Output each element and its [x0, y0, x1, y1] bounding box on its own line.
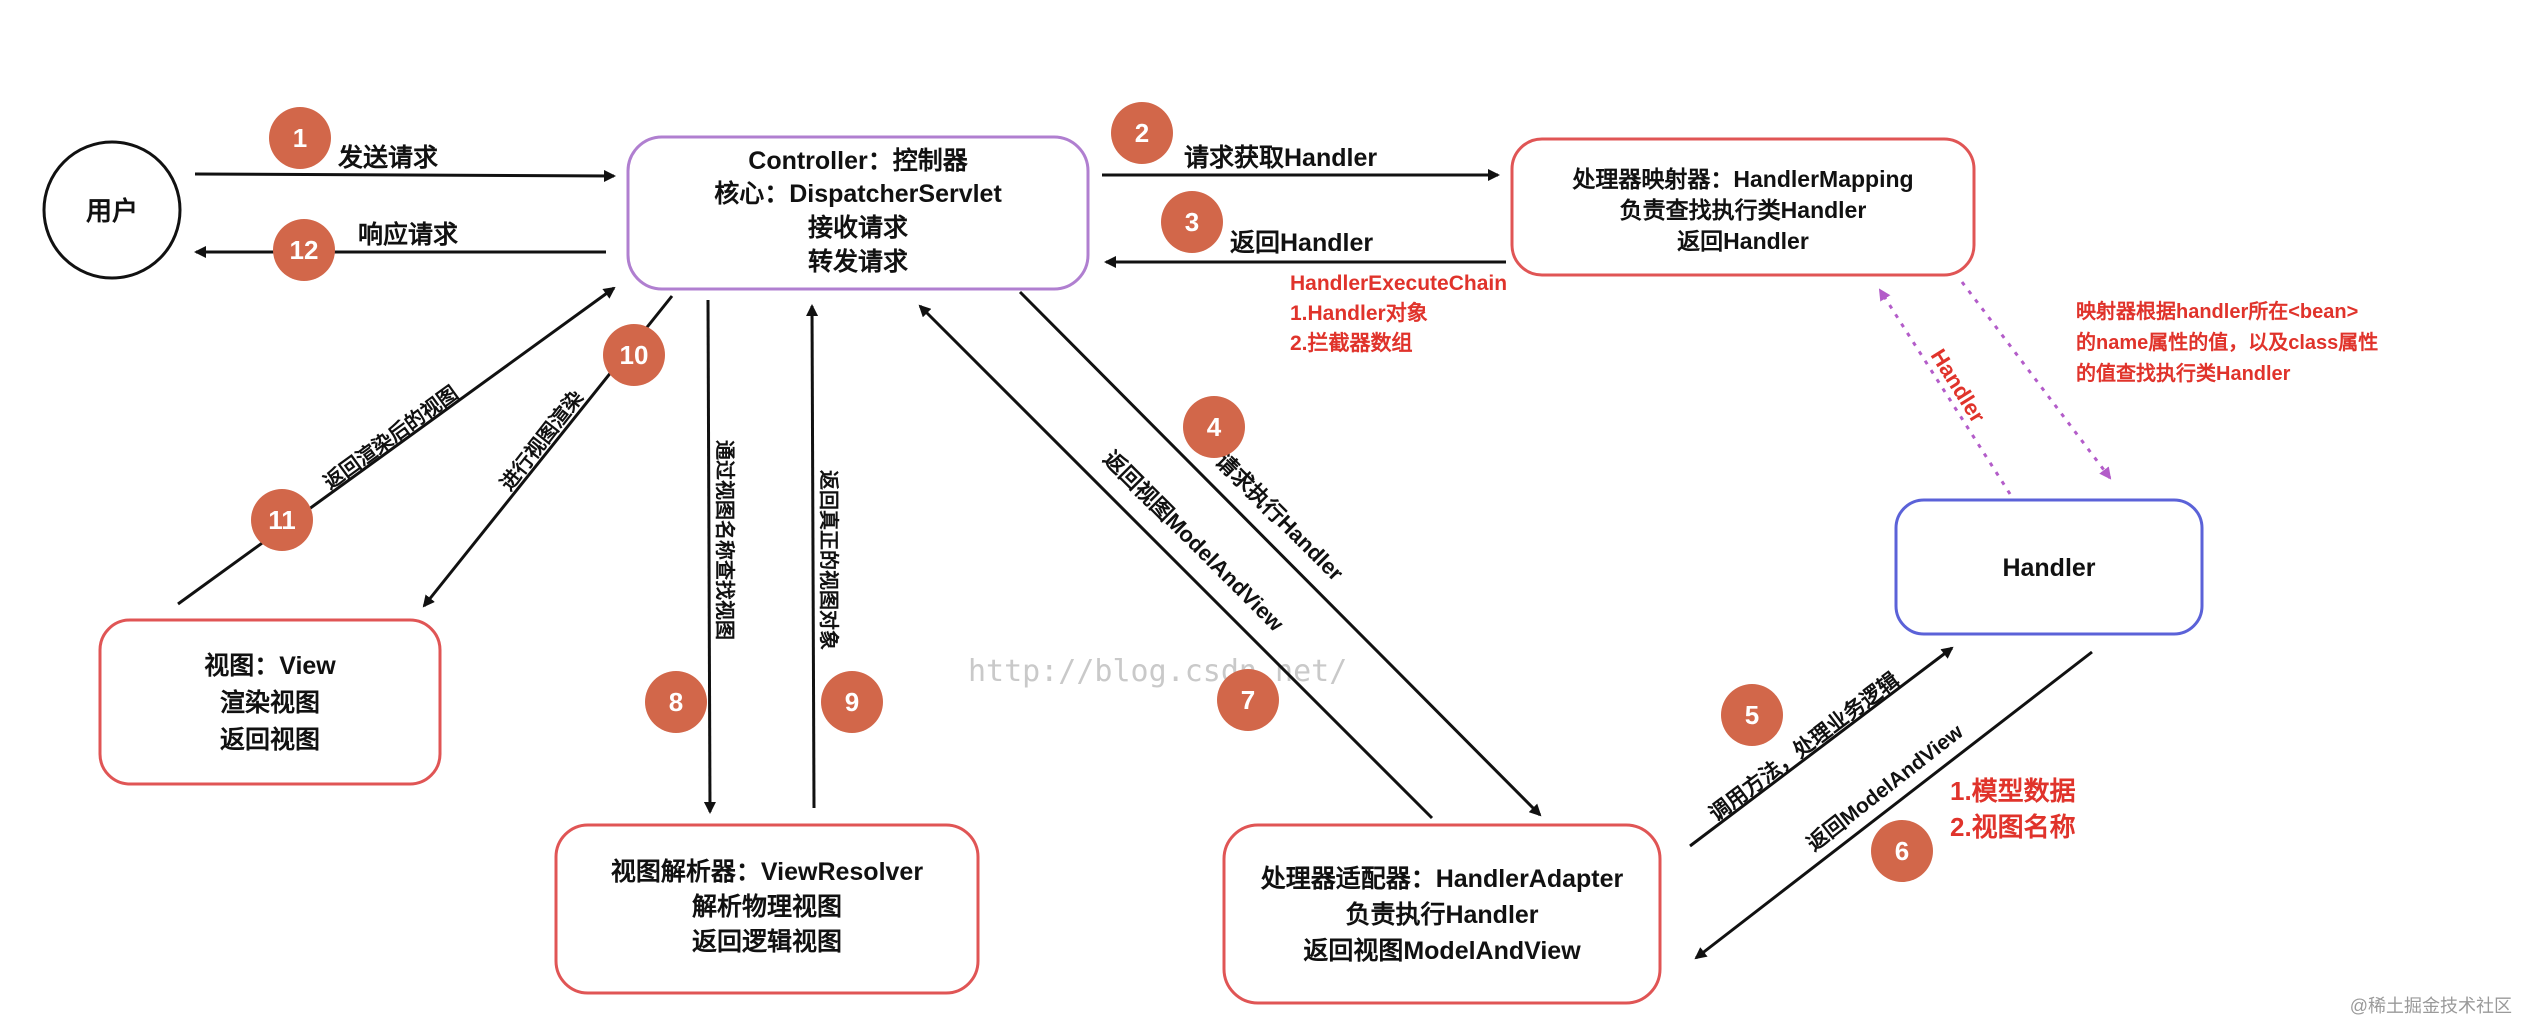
badge-4-number: 4 [1207, 412, 1222, 442]
handler-mapping-node: 处理器映射器：HandlerMapping 负责查找执行类Handler 返回H… [1510, 137, 1976, 277]
badge-1: 1 [269, 107, 331, 169]
badge-7-number: 7 [1241, 685, 1255, 715]
handler-adapter-line-1: 处理器适配器：HandlerAdapter [1260, 865, 1624, 893]
handler-mapping-line-2: 负责查找执行类Handler [1620, 197, 1867, 223]
step-8-label: 通过视图名称查找视图 [713, 440, 737, 640]
corner-watermark: @稀土掘金技术社区 [2350, 996, 2512, 1016]
mapping-note: 映射器根据handler所在<bean> 的name属性的值，以及class属性… [2076, 299, 2378, 385]
step-11-label: 返回渲染后的视图 [319, 381, 463, 494]
dotted-arrow-handler-to-mapping [1878, 288, 2012, 495]
step-1-label: 发送请求 [337, 143, 438, 172]
dotted-handler-label-group: Handler [1926, 344, 1991, 427]
view-resolver-line-2: 解析物理视图 [692, 893, 842, 921]
view-line-3: 返回视图 [220, 726, 320, 754]
step-9-label: 返回真正的视图对象 [817, 470, 841, 650]
arrow-8 [703, 299, 716, 814]
execute-chain-line-1: HandlerExecuteChain [1290, 272, 1507, 295]
badge-8: 8 [645, 671, 707, 733]
controller-line-4: 转发请求 [808, 247, 908, 276]
badge-9-number: 9 [845, 687, 859, 717]
arrow-9 [806, 304, 819, 809]
view-resolver-node: 视图解析器：ViewResolver 解析物理视图 返回逻辑视图 [554, 823, 980, 995]
dotted-arrow-mapping-to-handler [1960, 281, 2112, 480]
step-10-label-group: 进行视图渲染 [495, 385, 588, 495]
controller-line-3: 接收请求 [808, 214, 908, 242]
user-label: 用户 [86, 196, 138, 226]
badge-5: 5 [1721, 684, 1783, 746]
model-view-line-1: 1.模型数据 [1950, 776, 2076, 806]
badge-4: 4 [1183, 396, 1245, 458]
arrow-6 [1694, 650, 2093, 960]
badge-3-number: 3 [1185, 207, 1199, 237]
mapping-note-line-2: 的name属性的值，以及class属性 [2076, 330, 2378, 354]
arrow-4 [1018, 290, 1542, 817]
model-view-line-2: 2.视图名称 [1950, 812, 2076, 842]
step-11-label-group: 返回渲染后的视图 [319, 381, 463, 494]
handler-adapter-line-3: 返回视图ModelAndView [1303, 937, 1581, 965]
badge-11-number: 11 [268, 505, 296, 535]
user-node: 用户 [42, 140, 182, 280]
badge-7: 7 [1217, 669, 1279, 731]
badge-6-number: 6 [1895, 836, 1909, 866]
badge-5-number: 5 [1745, 700, 1759, 730]
execute-chain-line-2: 1.Handler对象 [1290, 301, 1428, 325]
model-view-note: 1.模型数据 2.视图名称 [1950, 776, 2076, 842]
arrow-11 [177, 286, 616, 606]
execute-chain-note: HandlerExecuteChain 1.Handler对象 2.拦截器数组 [1290, 272, 1507, 355]
badge-2: 2 [1111, 102, 1173, 164]
dotted-handler-label: Handler [1926, 344, 1991, 427]
badge-6: 6 [1871, 820, 1933, 882]
step-12-label: 响应请求 [358, 220, 458, 249]
handler-adapter-node: 处理器适配器：HandlerAdapter 负责执行Handler 返回视图Mo… [1222, 823, 1662, 1005]
badge-2-number: 2 [1135, 118, 1149, 148]
step-10-label: 进行视图渲染 [495, 385, 588, 495]
handler-adapter-line-2: 负责执行Handler [1345, 901, 1538, 929]
step-7-label: 返回视图ModelAndView [1098, 446, 1289, 637]
arrow-7 [918, 304, 1434, 820]
step-7-label-group: 返回视图ModelAndView [1098, 446, 1289, 637]
badge-12-number: 12 [290, 235, 319, 265]
controller-node: Controller：控制器 核心：DispatcherServlet 接收请求… [626, 135, 1090, 291]
controller-line-2: 核心：DispatcherServlet [714, 179, 1002, 208]
step-8-label-group: 通过视图名称查找视图 [713, 440, 737, 640]
badge-11: 11 [251, 489, 313, 551]
step-9-label-group: 返回真正的视图对象 [817, 470, 841, 650]
arrow-5 [1689, 646, 1954, 848]
arrow-1 [194, 169, 616, 182]
badge-10-number: 10 [620, 340, 649, 370]
step-2-label: 请求获取Handler [1184, 144, 1377, 172]
controller-line-1: Controller：控制器 [748, 147, 968, 175]
badge-10: 10 [603, 324, 665, 386]
view-resolver-line-3: 返回逻辑视图 [692, 928, 842, 956]
badge-9: 9 [821, 671, 883, 733]
execute-chain-line-3: 2.拦截器数组 [1290, 331, 1413, 355]
step-3-label: 返回Handler [1230, 229, 1373, 257]
mapping-note-line-1: 映射器根据handler所在<bean> [2076, 299, 2358, 323]
watermark: http://blog.csdn.net/ [968, 654, 1347, 689]
view-line-2: 渲染视图 [220, 688, 320, 717]
badge-12: 12 [273, 219, 335, 281]
badge-1-number: 1 [293, 123, 307, 153]
view-resolver-line-1: 视图解析器：ViewResolver [611, 858, 923, 886]
handler-node: Handler [1894, 498, 2204, 636]
handler-mapping-line-3: 返回Handler [1677, 228, 1809, 254]
view-node: 视图：View 渲染视图 返回视图 [98, 618, 442, 786]
view-line-1: 视图：View [204, 652, 336, 680]
handler-label: Handler [2002, 554, 2095, 582]
mapping-note-line-3: 的值查找执行类Handler [2076, 361, 2291, 385]
badge-8-number: 8 [669, 687, 683, 717]
handler-mapping-line-1: 处理器映射器：HandlerMapping [1571, 166, 1913, 192]
badge-3: 3 [1161, 191, 1223, 253]
